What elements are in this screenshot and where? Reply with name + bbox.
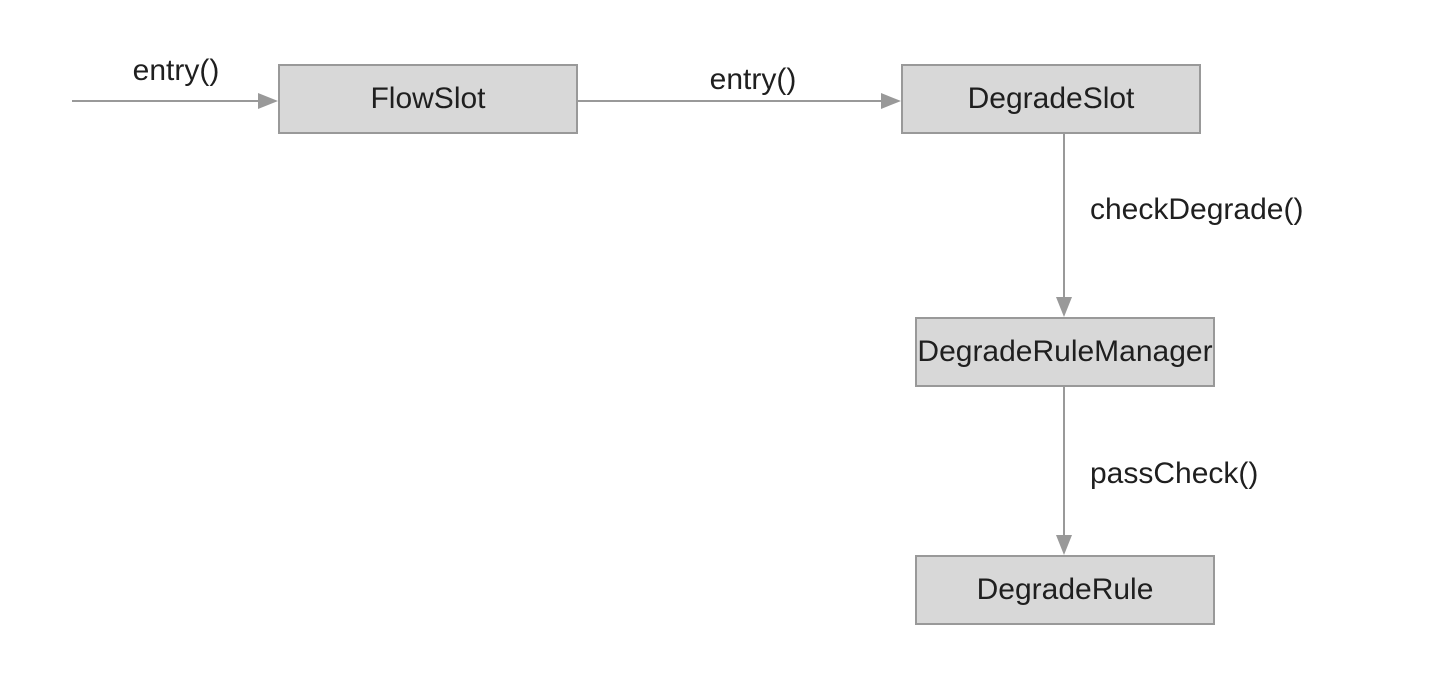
edge-line-passcheck	[1063, 387, 1065, 539]
edge-line-entry-flowslot-degradeslot	[578, 100, 883, 102]
node-degradeslot-label: DegradeSlot	[967, 82, 1135, 115]
edge-label-entry-2: entry()	[709, 63, 797, 96]
edge-line-checkdegrade	[1063, 134, 1065, 301]
edge-label-checkdegrade: checkDegrade()	[1090, 193, 1304, 226]
arrow-head-down-icon	[1056, 297, 1072, 317]
node-degraderule: DegradeRule	[915, 555, 1215, 625]
node-degraderulemanager-label: DegradeRuleManager	[917, 335, 1213, 368]
arrow-head-right-icon	[881, 93, 901, 109]
node-degraderule-label: DegradeRule	[976, 573, 1154, 606]
edge-label-entry-1: entry()	[132, 54, 220, 87]
edge-label-passcheck: passCheck()	[1090, 457, 1259, 490]
edge-line-entry-start	[72, 100, 262, 102]
node-flowslot-label: FlowSlot	[370, 82, 486, 115]
node-degraderulemanager: DegradeRuleManager	[915, 317, 1215, 387]
node-flowslot: FlowSlot	[278, 64, 578, 134]
node-degradeslot: DegradeSlot	[901, 64, 1201, 134]
arrow-head-down-icon	[1056, 535, 1072, 555]
arrow-head-right-icon	[258, 93, 278, 109]
